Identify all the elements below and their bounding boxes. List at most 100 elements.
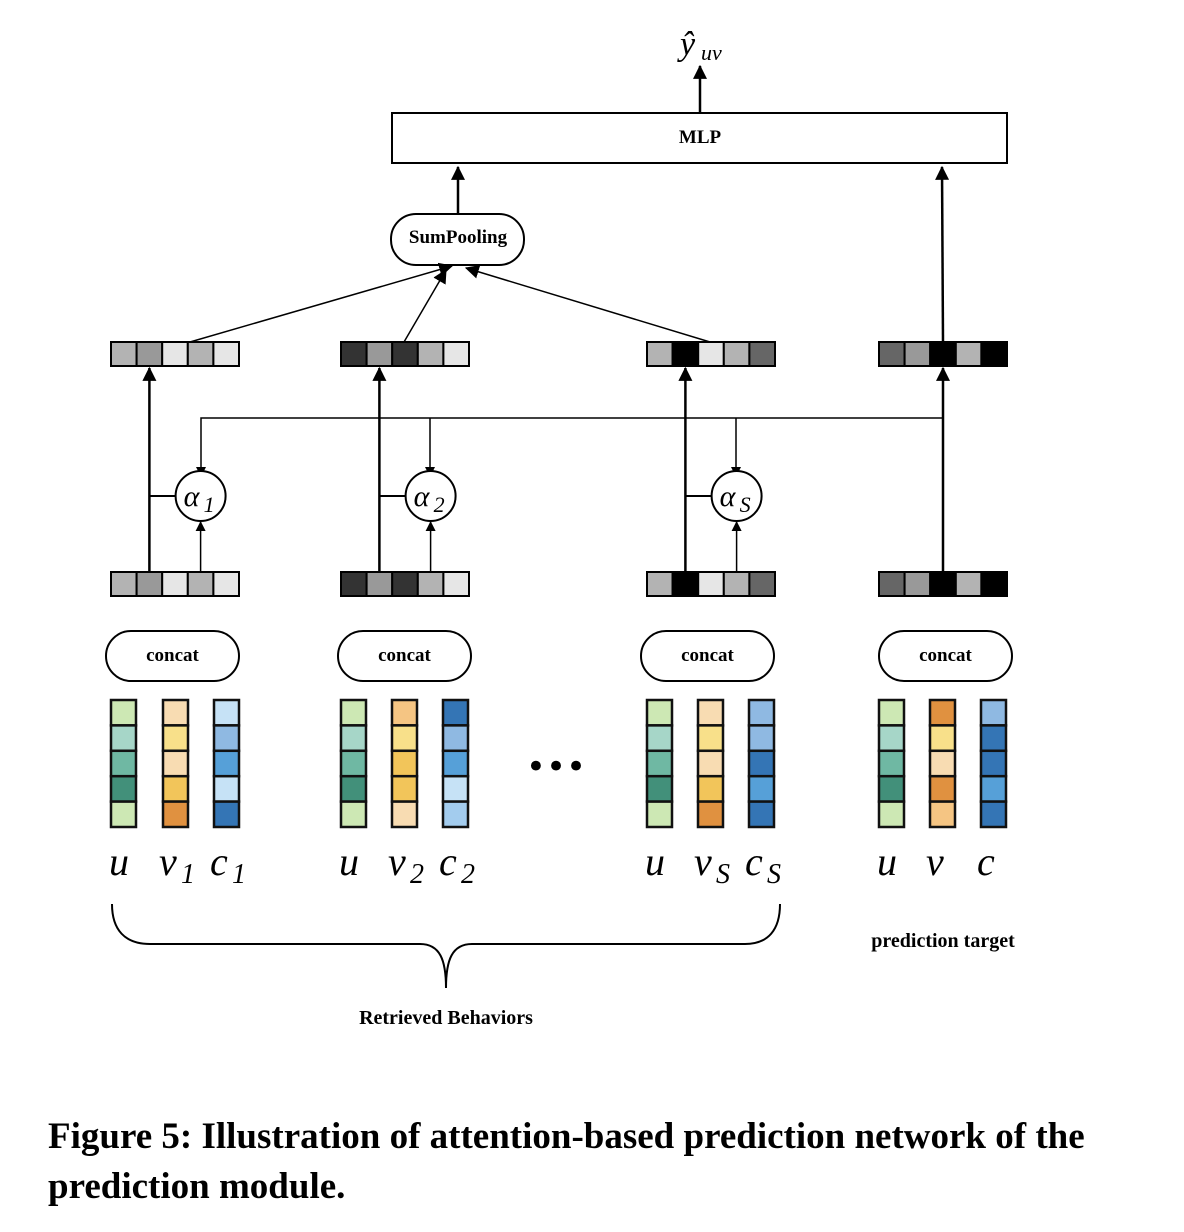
embedding-cell [339, 749, 368, 778]
embedding-cell [161, 698, 190, 727]
vector-cell [110, 341, 138, 367]
vector-cell [748, 341, 777, 367]
to-sumpooling-arrow [189, 262, 454, 343]
vector-cell [212, 341, 240, 367]
vector-cell [697, 571, 725, 597]
vector-cell [954, 341, 983, 367]
embedding-cell [161, 749, 190, 778]
vector-cell [135, 341, 164, 367]
embedding-cell [161, 724, 190, 753]
vector-cell [878, 341, 906, 367]
weighted-vector [340, 341, 470, 367]
concat-node: concat [640, 630, 775, 682]
mlp-box: MLP [391, 112, 1008, 164]
embedding-cell [645, 724, 674, 753]
concat-node: concat [105, 630, 240, 682]
embedding-label: u [877, 839, 897, 884]
embedding-cell [747, 724, 776, 753]
embedding-cell [877, 724, 906, 753]
vector-cell [212, 571, 240, 597]
embedding-label: v [694, 839, 712, 884]
vector-cell [110, 571, 138, 597]
svg-text:2: 2 [410, 859, 424, 890]
svg-text:1: 1 [181, 859, 195, 890]
embedding-cell [339, 774, 368, 803]
embedding-cell [212, 774, 241, 803]
sumpooling-node: SumPooling [390, 213, 525, 266]
svg-text:concat: concat [146, 645, 199, 666]
vector-cell [416, 341, 445, 367]
svg-text:α: α [414, 480, 431, 513]
embedding-cell [390, 724, 419, 753]
embedding-label: v [159, 839, 177, 884]
vector-cell [646, 341, 674, 367]
ellipsis: ••• [526, 747, 586, 787]
vector-cell [878, 571, 906, 597]
embedding-cell [877, 698, 906, 727]
mlp-label: MLP [679, 127, 722, 148]
embedding-cell [747, 774, 776, 803]
embedding-cell [212, 800, 241, 829]
to-sumpooling-arrow [403, 268, 447, 343]
concat-vector [646, 571, 777, 597]
embedding-cell [696, 800, 725, 829]
embedding-cell [161, 774, 190, 803]
vector-cell [391, 571, 419, 597]
svg-text:S: S [740, 492, 751, 517]
vector-cell [748, 571, 777, 597]
embedding-cell [212, 749, 241, 778]
vector-cell [903, 341, 932, 367]
svg-text:ŷ: ŷ [677, 26, 696, 63]
vector-cell [671, 341, 700, 367]
svg-text:2: 2 [461, 859, 475, 890]
svg-text:1: 1 [232, 859, 246, 890]
embedding-cell [877, 774, 906, 803]
figure-caption: Figure 5: Illustration of attention-base… [48, 1116, 1085, 1207]
embedding-cell [339, 698, 368, 727]
vector-cell [954, 571, 983, 597]
vector-cell [135, 571, 164, 597]
vector-cell [365, 571, 394, 597]
embedding-cell [441, 698, 470, 727]
vector-cell [161, 341, 189, 367]
vector-cell [186, 571, 215, 597]
retrieved-behaviors-label: Retrieved Behaviors [359, 1007, 533, 1029]
embedding-cell [390, 698, 419, 727]
concat-node: concat [878, 630, 1013, 682]
concat-vector [340, 571, 470, 597]
embedding-label: u [109, 839, 129, 884]
retrieved-behaviors-brace [111, 903, 781, 989]
svg-text:concat: concat [919, 645, 972, 666]
embedding-label: c [977, 839, 995, 884]
svg-text:concat: concat [681, 645, 734, 666]
vector-cell [697, 341, 725, 367]
embedding-cell [747, 800, 776, 829]
embedding-cell [390, 800, 419, 829]
vector-cell [646, 571, 674, 597]
vector-cell [442, 571, 470, 597]
embedding-cell [441, 800, 470, 829]
svg-text:S: S [716, 859, 730, 890]
embedding-label: c [210, 839, 228, 884]
embedding-cell [212, 724, 241, 753]
embedding-cell [979, 749, 1008, 778]
embedding-cell [877, 749, 906, 778]
svg-text:S: S [767, 859, 781, 890]
embedding-cell [390, 774, 419, 803]
embedding-cell [979, 698, 1008, 727]
vector-cell [722, 341, 751, 367]
vector-cell [980, 341, 1009, 367]
embedding-cell [441, 724, 470, 753]
embedding-column: u [877, 698, 906, 884]
vector-cell [722, 571, 751, 597]
weighted-vector [878, 341, 1009, 367]
vector-cell [980, 571, 1009, 597]
output-label: ŷ uv [677, 26, 722, 65]
